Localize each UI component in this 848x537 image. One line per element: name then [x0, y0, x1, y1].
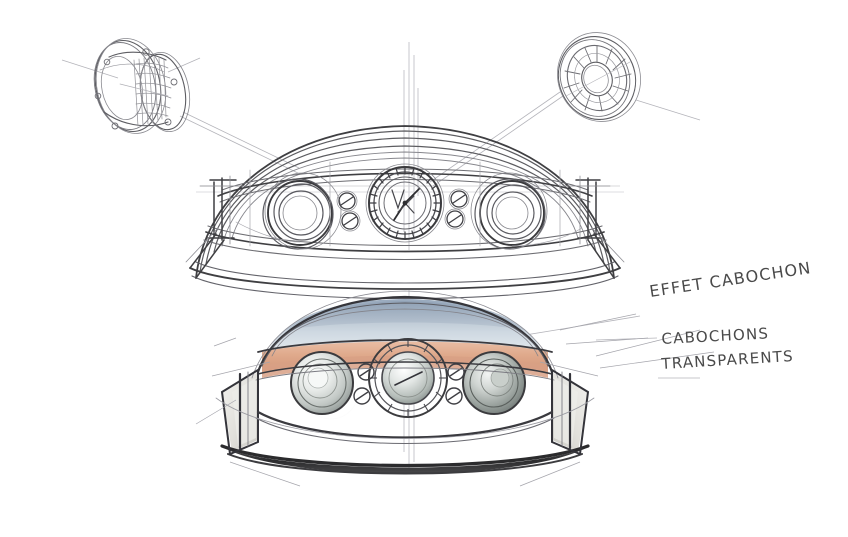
screws-line: [338, 190, 468, 230]
cabochon-right-colour: [462, 351, 526, 415]
screws-colour: [353, 363, 465, 405]
detail-left-cylindrical-bezel: [93, 38, 191, 134]
cabochon-left-line: [267, 180, 333, 246]
end-panel-right-inner: [554, 378, 578, 446]
cabochon-left-colour: [290, 351, 354, 415]
line-drawing-bracelet: [185, 125, 625, 299]
dial-center-line: [365, 163, 445, 243]
end-panel-left-inner: [232, 378, 256, 446]
dome-glass-top-shade: [286, 301, 524, 330]
colour-rendering-bracelet: [195, 290, 715, 487]
dial-center-colour: [368, 338, 448, 418]
detail-right-fluted-ring: [557, 32, 641, 122]
lower-rim: [224, 448, 586, 474]
